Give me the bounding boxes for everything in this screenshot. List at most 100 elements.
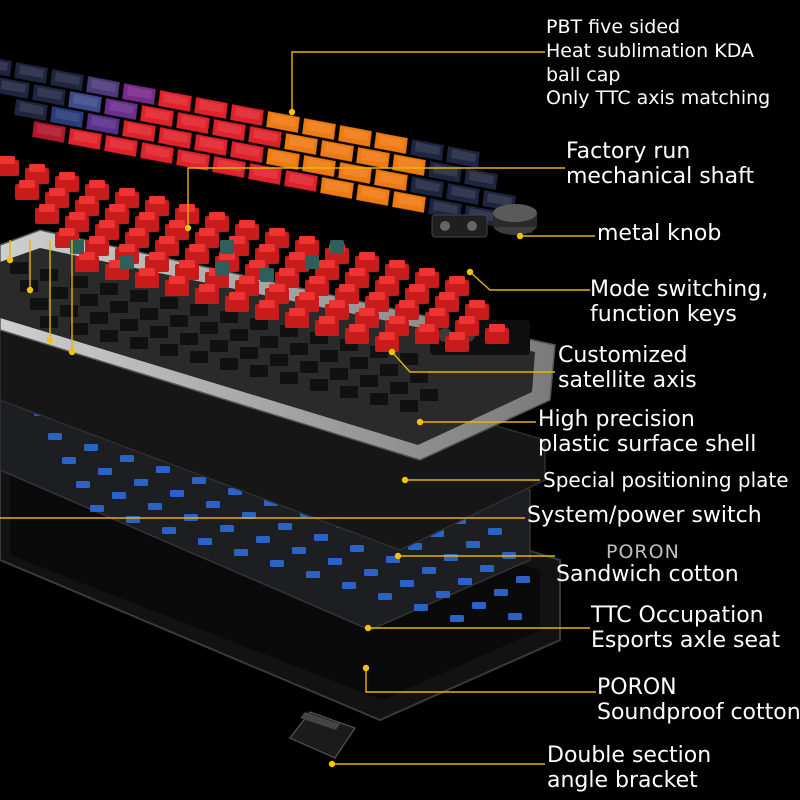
plate-cutout [390,382,408,394]
leader-lines [0,51,596,765]
pcb-socket [134,479,148,486]
switch [0,160,19,176]
keycap-top [451,149,476,162]
keycap-top [217,159,242,172]
keycap-top [181,115,206,128]
pcb-socket [350,545,364,552]
plate-cutout [40,316,58,328]
keycap [319,139,355,163]
switch-top [329,300,345,308]
plate-cutout [120,319,138,331]
plate-cutout [300,361,318,373]
label-ttc-line2: Esports axle seat [591,627,781,653]
leader-dot [26,286,34,294]
label-pbt: PBT five sided Heat sublimation KDA ball… [546,16,770,111]
switch-top [469,300,485,308]
plate-cutout [110,301,128,313]
keycap [31,120,67,144]
keycap-top [163,130,188,143]
plate-cutout [410,371,428,383]
keycap-top [109,138,134,151]
label-pbt-line2: Heat sublimation KDA [546,39,755,62]
switch-top [119,188,135,196]
switch-top [59,228,75,236]
switch-top [389,316,405,324]
plate-cutout [170,315,188,327]
label-poron-sandwich: PORON Sandwich cotton [556,541,739,588]
keycap-top [253,166,278,179]
plate-cutout [160,297,178,309]
switch-top [179,204,195,212]
switch-top [239,220,255,228]
keycap [265,110,301,134]
switch-top [159,236,175,244]
keycap-top [487,193,512,206]
switch-top [129,228,145,236]
label-shell-line2: plastic surface shell [538,431,757,457]
keycap-top [433,201,458,214]
pcb-socket [48,433,62,440]
switch-top [149,196,165,204]
keycap-top [415,179,440,192]
keycap-top [415,142,440,155]
keycap-top [145,108,170,121]
plate-cutout [130,337,148,349]
switch-top [299,236,315,244]
leader-dot [68,348,76,356]
keycap-top [379,135,404,148]
label-poron-sandwich-text: Sandwich cotton [556,562,739,588]
plate-cutout [180,333,198,345]
pcb-socket [436,591,450,598]
label-poron-brand: PORON [606,541,680,563]
switch-top [239,276,255,284]
switch-top [269,284,285,292]
plate-cutout [220,358,238,370]
keycap-top [37,87,62,100]
plate-cutout [60,305,78,317]
label-satellite: Customized satellite axis [558,343,697,393]
label-shell: High precision plastic surface shell [538,407,757,457]
keycap [49,105,85,129]
switch-top [459,316,475,324]
switch-top [359,308,375,316]
pcb-socket [516,576,530,583]
label-factory: Factory run mechanical shaft [566,139,755,189]
keycap-top [55,109,80,122]
keycap-top [289,136,314,149]
plate-cutout [400,353,418,365]
switch-top [449,276,465,284]
plate-cutout [100,330,118,342]
keycap-top [73,131,98,144]
plate-switch-cutouts [10,262,438,412]
keycap-top [397,157,422,170]
keycap [157,126,193,150]
pcb-socket [314,534,328,541]
plate-cutout [260,336,278,348]
plate-cutout [340,386,358,398]
plate-cutout [90,312,108,324]
switch-top [369,292,385,300]
pcb-socket [458,578,472,585]
keycap [409,138,445,162]
satellite-switch [120,255,134,269]
plate-cutout [10,262,28,274]
leader-dot [416,418,424,426]
switch-layer [0,156,509,352]
label-factory-line2: mechanical shaft [566,163,755,189]
pcb-socket [400,580,414,587]
plate-cutout [250,318,268,330]
switch-top [59,172,75,180]
label-pbt-line4: Only TTC axis matching [546,87,771,110]
plate-cutout [420,389,438,401]
switch-top [89,236,105,244]
keycap-top [1,80,26,93]
keycap [247,125,283,149]
keycap-top [91,116,116,129]
label-pbt-line3: ball cap [546,63,621,86]
keycap [0,76,31,100]
switch-top [89,180,105,188]
pcb-socket [414,604,428,611]
pcb-socket [126,516,140,523]
pcb-socket [292,547,306,554]
switch-top [379,276,395,284]
